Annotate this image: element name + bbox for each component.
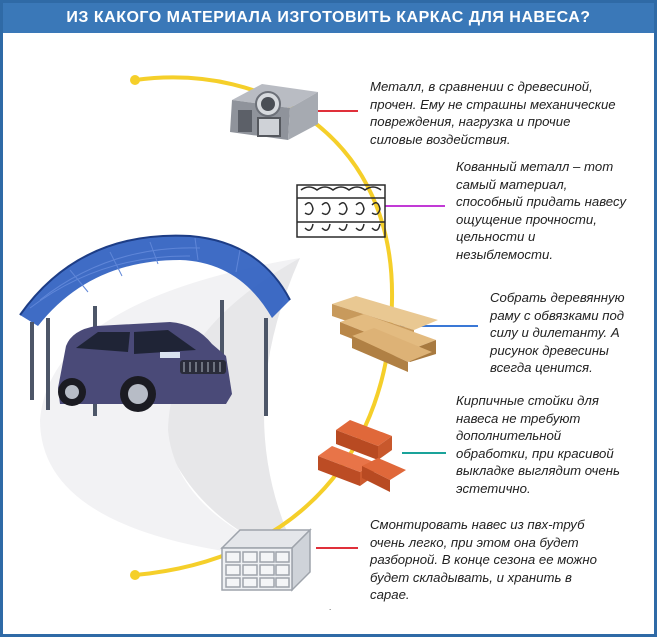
wrought-iron-fence-icon <box>296 184 386 238</box>
arc-end-bottom <box>130 570 140 580</box>
bricks-icon <box>318 420 406 492</box>
tiny-dot: . <box>329 603 331 612</box>
page-title: ИЗ КАКОГО МАТЕРИАЛА ИЗГОТОВИТЬ КАРКАС ДЛ… <box>3 3 654 33</box>
pvc-pipes-icon <box>220 528 312 592</box>
description-brick: Кирпичные стойки для навеса не требуют д… <box>456 393 620 496</box>
metal-profile-pipes-icon <box>230 84 318 140</box>
description-wrought-iron: Кованный металл – тот самый материал, сп… <box>456 159 627 262</box>
description-wood: Собрать деревянную раму с обвязками под … <box>490 290 625 376</box>
description-metal: Металл, в сравнении с древесиной, прочен… <box>370 79 616 147</box>
wooden-planks-icon <box>332 296 438 372</box>
arc-end-top <box>130 75 140 85</box>
description-pvc: Смонтировать навес из пвх-труб очень лег… <box>370 517 597 603</box>
suv-car-illustration <box>58 322 232 412</box>
